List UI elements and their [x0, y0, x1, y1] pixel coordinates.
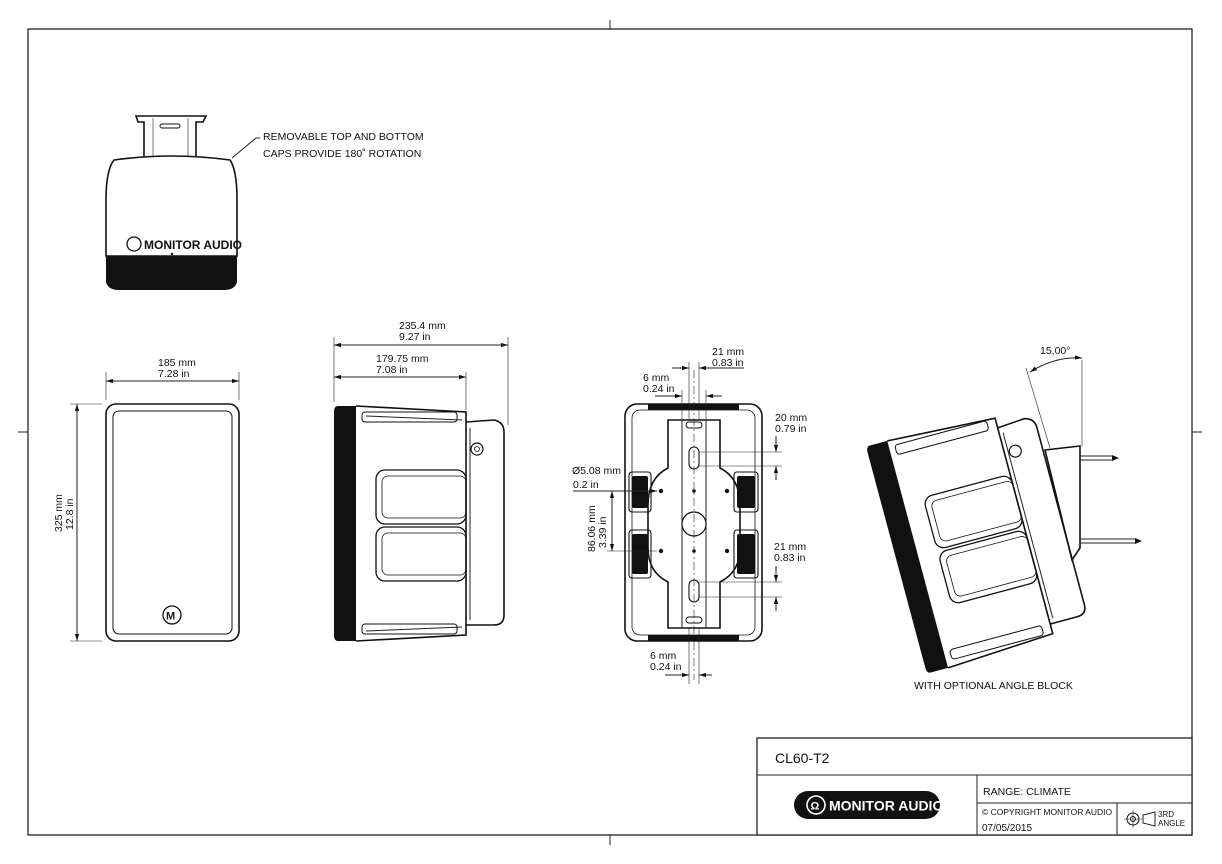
- svg-text:M: M: [166, 611, 175, 623]
- side-depth-mm: 179.75 mm: [376, 353, 429, 365]
- rear-right-top-mm: 20 mm: [775, 412, 807, 424]
- side-overall-dimension: [333, 337, 509, 425]
- side-depth-in: 7.08 in: [376, 364, 408, 376]
- rear-vert-spacing-in: 3.39 in: [597, 516, 609, 548]
- model-number: CL60-T2: [775, 750, 830, 766]
- product-logo-text: MONITOR AUDIO: [144, 238, 242, 252]
- rear-hole-dia-mm: Ø5.08 mm: [572, 465, 621, 477]
- rear-left-dimensions: [573, 488, 657, 552]
- angle-value: 15,00°: [1040, 345, 1070, 357]
- caps-note-line1: REMOVABLE TOP AND BOTTOM: [263, 131, 424, 143]
- rear-bottom-slot-in: 0.24 in: [650, 661, 682, 673]
- rear-top-slot-in: 0.24 in: [643, 383, 675, 395]
- rear-vert-spacing-mm: 86.06 mm: [586, 505, 598, 552]
- svg-text:Ω: Ω: [811, 801, 820, 813]
- drawing-date: 07/05/2015: [982, 823, 1032, 834]
- rear-view: [624, 370, 763, 680]
- rear-right-top-in: 0.79 in: [775, 423, 807, 435]
- front-view: M: [105, 403, 240, 642]
- front-width-dimension: [105, 372, 240, 400]
- copyright-label: © COPYRIGHT MONITOR AUDIO: [982, 807, 1113, 817]
- side-overall-mm: 235.4 mm: [399, 320, 446, 332]
- front-width-mm: 185 mm: [158, 357, 196, 369]
- title-block: Ω: [756, 737, 1193, 836]
- rear-top-spacing-in: 0.83 in: [712, 357, 744, 369]
- rear-right-dimensions: [699, 436, 782, 611]
- range-label: RANGE: CLIMATE: [983, 786, 1071, 798]
- front-width-in: 7.28 in: [158, 368, 190, 380]
- rear-right-bottom-in: 0.83 in: [774, 552, 806, 564]
- top-view: MONITOR AUDIO: [105, 115, 260, 290]
- caps-note-line2: CAPS PROVIDE 180˚ ROTATION: [263, 148, 421, 160]
- brand-logo-text: MONITOR AUDIO: [829, 798, 943, 814]
- front-height-dimension: [70, 403, 102, 642]
- rear-hole-dia-in: 0.2 in: [573, 479, 599, 491]
- rear-top-dimensions: [655, 362, 744, 420]
- projection-line2: ANGLE: [1158, 819, 1185, 828]
- side-overall-in: 9.27 in: [399, 331, 431, 343]
- center-marks: [18, 20, 1202, 845]
- projection-line1: 3RD: [1158, 810, 1174, 819]
- rear-bottom-slot-mm: 6 mm: [650, 650, 677, 662]
- angled-view: [867, 355, 1142, 673]
- rear-right-bottom-mm: 21 mm: [774, 541, 806, 553]
- side-view: [334, 405, 505, 642]
- angle-block-caption: WITH OPTIONAL ANGLE BLOCK: [914, 680, 1073, 692]
- rear-top-spacing-mm: 21 mm: [712, 346, 744, 358]
- rear-top-slot-mm: 6 mm: [643, 372, 670, 384]
- rear-bottom-dimensions: [665, 628, 712, 684]
- front-height-in: 12.8 in: [64, 498, 76, 530]
- front-height-mm: 325 mm: [53, 494, 65, 532]
